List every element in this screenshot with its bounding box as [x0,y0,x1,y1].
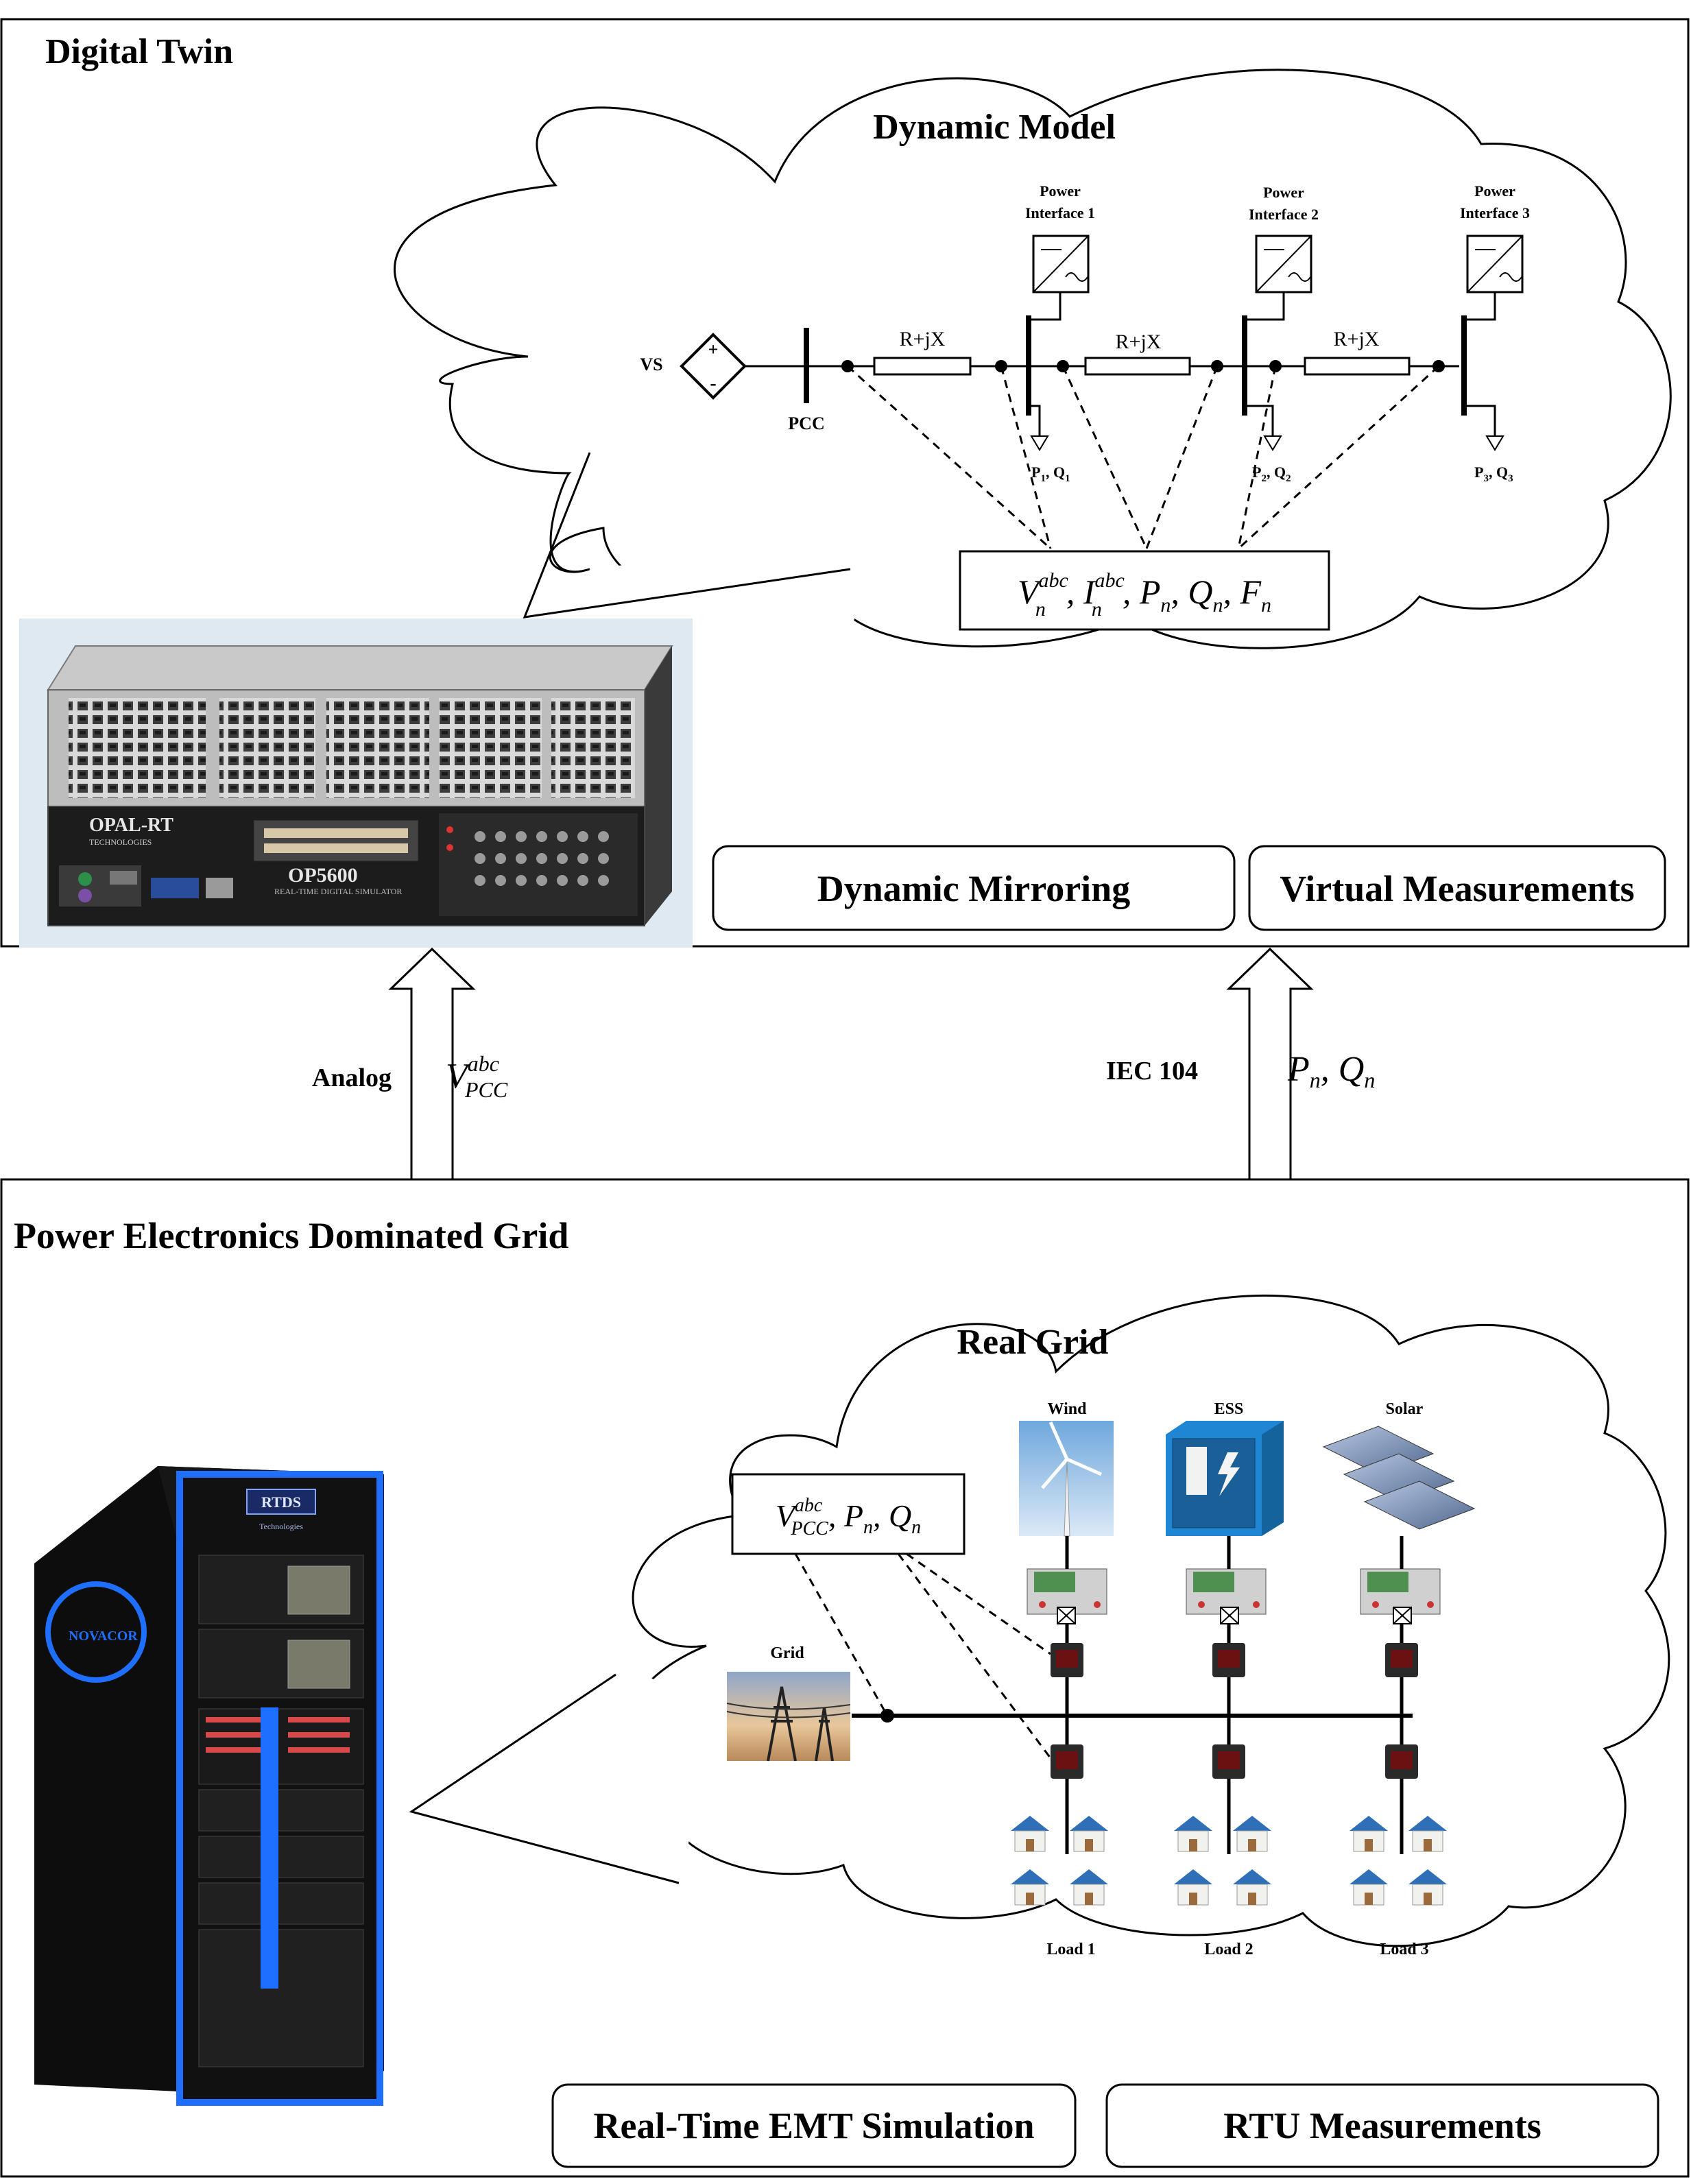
source-label: VS [640,355,662,374]
rtu-meters [1051,1643,1418,1779]
svg-text:RTDS: RTDS [261,1493,301,1511]
real-grid-title: Real Grid [957,1323,1109,1362]
pcc-label: PCC [788,413,824,433]
svg-text:Power: Power [1474,182,1515,200]
impedance-2-label: R+jX [1116,331,1162,353]
svg-text:REAL-TIME DIGITAL SIMULATOR: REAL-TIME DIGITAL SIMULATOR [274,887,402,896]
cloud-pointer [523,452,851,619]
rtu-measurements-button[interactable] [1105,2083,1659,2168]
digital-twin-panel [0,18,1690,948]
dynamic-model-title: Dynamic Model [873,108,1116,147]
impedance-1-label: R+jX [900,328,946,350]
solar-converter-image [1360,1568,1441,1624]
power-interface-2: Power Interface 2 P2, Q2 [1245,184,1319,484]
ess-battery-image [1166,1421,1284,1536]
svg-text:P3, Q3: P3, Q3 [1474,464,1513,484]
op5600-model: OP5600 [288,864,358,887]
digital-twin-title: Digital Twin [45,32,233,71]
svg-text:Interface 2: Interface 2 [1249,206,1319,223]
real-time-emt-simulation-button[interactable] [551,2083,1077,2168]
grid-pcc-node [880,1709,894,1723]
impedance-3-icon [1304,357,1411,376]
load-1-arrow-icon [1030,435,1049,451]
svg-text:P2, Q2: P2, Q2 [1252,464,1291,484]
ess-converter-image [1186,1568,1267,1624]
dynamic-model-cloud [394,69,1672,649]
dynamic-mirroring-label: Dynamic Mirroring [817,868,1130,909]
real-grid-cloud [617,1294,1670,1947]
solar-label: Solar [1386,1400,1424,1418]
ess-label: ESS [1214,1400,1244,1418]
load-1-label: Load 1 [1046,1941,1095,1958]
svg-text:Power: Power [1040,182,1081,200]
opal-rt-brand: OPAL-RT [89,815,173,836]
rtu-measurements-label: RTU Measurements [1223,2105,1542,2146]
impedance-2-icon [1084,357,1191,376]
opal-rt-simulator-image: OPAL-RT TECHNOLOGIES OP5600 REAL-TIME DI… [19,619,693,948]
voltage-source-icon [680,333,747,400]
impedance-3-label: R+jX [1334,328,1380,350]
rtds-novacor-rack-image: NOVACOR RTDS Technologies [34,1466,384,2106]
solar-panels-image [1322,1426,1476,1530]
wind-turbine-image [1019,1421,1114,1537]
load-2-label: Load 2 [1204,1941,1253,1958]
dynamic-mirroring-button[interactable] [712,845,1236,931]
grid-cloud-pointer [409,1673,680,1884]
grid-source-label: Grid [770,1644,804,1662]
svg-text:-: - [710,373,716,394]
svg-text:Interface 1: Interface 1 [1025,204,1095,221]
real-time-emt-simulation-label: Real-Time EMT Simulation [593,2105,1034,2146]
power-interface-3: Power Interface 3 P3, Q3 [1460,182,1530,484]
grid-measurement-box [731,1473,966,1555]
load-houses [1010,1815,1448,1906]
grid-measurement-links [794,1552,1052,1759]
load-2-arrow-icon [1263,435,1282,451]
svg-text:P1, Q1: P1, Q1 [1031,464,1070,484]
house-icon [1011,1816,1049,1852]
svg-text:NOVACOR: NOVACOR [69,1629,138,1644]
impedance-1-icon [873,357,972,376]
load-3-label: Load 3 [1380,1941,1428,1958]
iec104-label: IEC 104 [1106,1057,1198,1085]
svg-text:+: + [708,339,719,359]
svg-text:Technologies: Technologies [259,1522,303,1531]
svg-text:Interface 3: Interface 3 [1460,204,1530,221]
grid-pylons-image [726,1672,851,1762]
svg-text:Power: Power [1263,184,1304,201]
pnqn-label: Pn, Qn [1287,1050,1375,1092]
dt-measurement-box [959,550,1330,631]
wind-converter-image [1027,1568,1107,1624]
virtual-measurements-button[interactable] [1248,845,1666,931]
dt-measurement-links [846,365,1440,550]
virtual-measurements-label: Virtual Measurements [1280,868,1634,909]
power-interface-1: Power Interface 1 P1, Q1 [1025,182,1095,484]
load-3-arrow-icon [1485,435,1504,451]
grid-title: Power Electronics Dominated Grid [14,1215,568,1256]
svg-text:TECHNOLOGIES: TECHNOLOGIES [89,837,152,847]
analog-label: Analog [312,1064,392,1092]
grid-panel [0,1178,1690,2178]
wind-label: Wind [1048,1400,1088,1418]
